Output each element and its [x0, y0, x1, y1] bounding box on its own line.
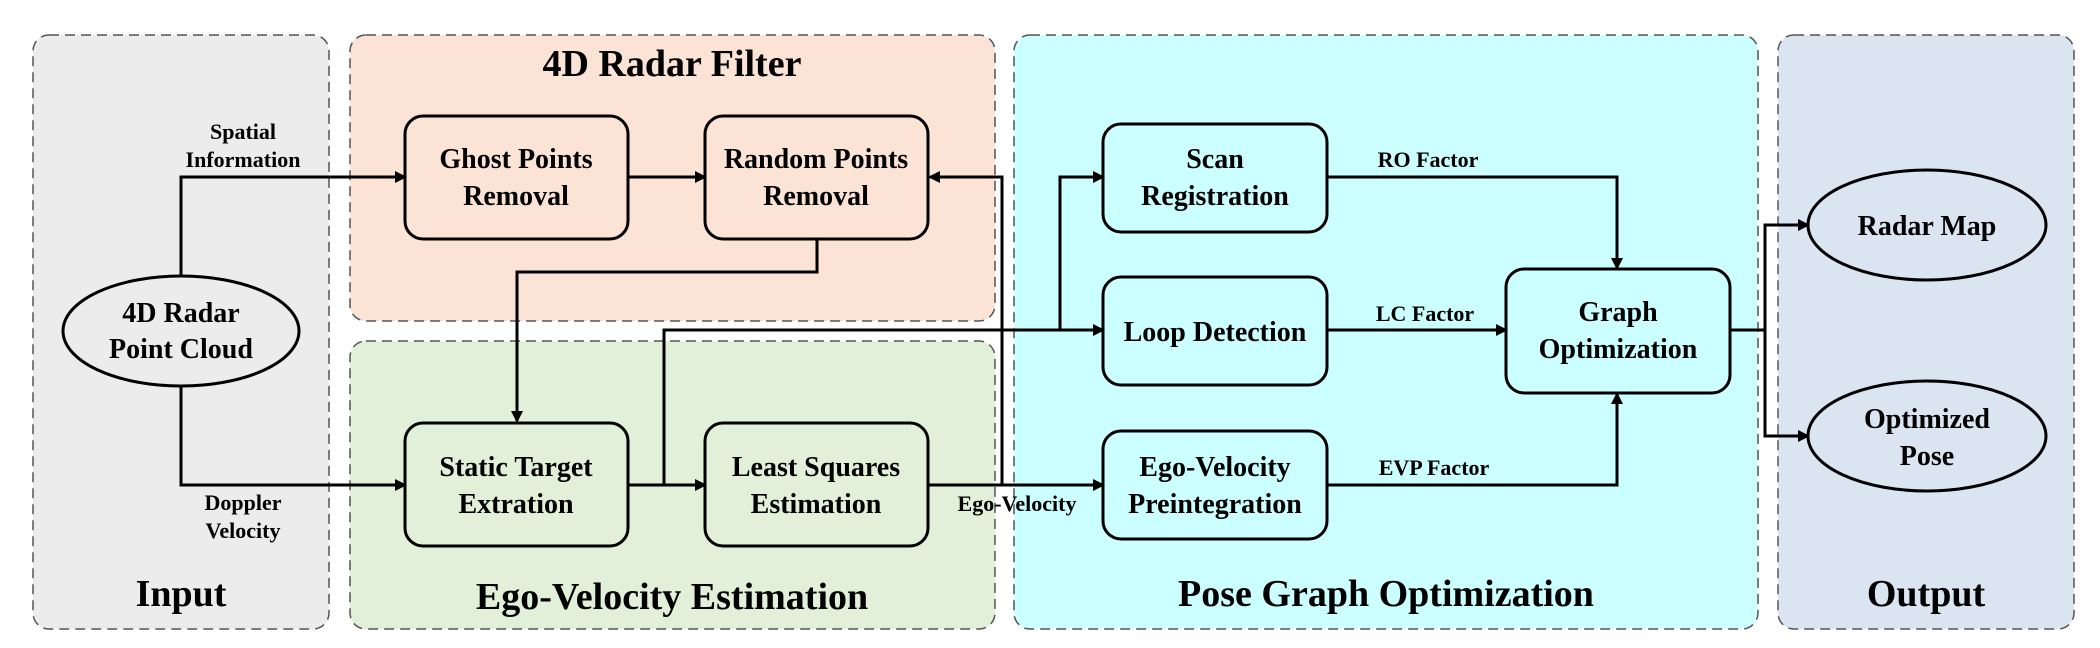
optimized-pose-label-2: Pose: [1900, 441, 1954, 472]
node-point-cloud: 4D Radar Point Cloud: [61, 274, 301, 388]
group-pose-graph-title: Pose Graph Optimization: [1178, 573, 1594, 615]
node-graph-optimization: Graph Optimization: [1504, 267, 1732, 395]
label-lc-factor: LC Factor: [1376, 301, 1475, 326]
edge-random-to-static: [511, 240, 819, 423]
node-random-removal: Random Points Removal: [703, 114, 930, 241]
group-pose-graph-bg: [1013, 34, 1759, 630]
group-input-title: Input: [136, 573, 227, 615]
point-cloud-shape: [61, 274, 301, 388]
edge-doppler: [179, 386, 407, 491]
edge-ego-feedback: [928, 171, 1004, 485]
group-output: Output: [1777, 34, 2075, 630]
group-radar-filter-title: 4D Radar Filter: [543, 43, 802, 85]
label-spatial-2: Information: [186, 147, 301, 172]
loop-detection-label: Loop Detection: [1124, 317, 1307, 348]
node-least-squares: Least Squares Estimation: [703, 421, 930, 548]
node-ghost-removal: Ghost Points Removal: [403, 114, 630, 241]
ghost-removal-label-2: Removal: [463, 181, 569, 212]
least-squares-shape: [703, 421, 930, 548]
edge-evp: [1327, 392, 1623, 487]
ego-preintegration-label-1: Ego-Velocity: [1139, 452, 1290, 483]
node-loop-detection: Loop Detection: [1101, 275, 1329, 387]
label-doppler-2: Velocity: [206, 518, 281, 543]
graph-optimization-shape: [1504, 267, 1732, 395]
scan-registration-shape: [1101, 122, 1329, 234]
ghost-removal-shape: [403, 114, 630, 241]
node-radar-map: Radar Map: [1806, 168, 2048, 282]
random-removal-shape: [703, 114, 930, 241]
node-optimized-pose: Optimized Pose: [1806, 379, 2048, 493]
label-ro-factor: RO Factor: [1378, 147, 1479, 172]
least-squares-label-1: Least Squares: [732, 452, 900, 483]
least-squares-label-2: Estimation: [751, 489, 882, 520]
radar-map-label: Radar Map: [1858, 211, 1997, 242]
node-scan-registration: Scan Registration: [1101, 122, 1329, 234]
static-target-label-1: Static Target: [439, 452, 593, 483]
radar-map-shape: [1806, 168, 2048, 282]
point-cloud-label-2: Point Cloud: [109, 334, 253, 365]
ego-preintegration-shape: [1101, 429, 1329, 541]
label-ego-velocity: Ego-Velocity: [958, 491, 1077, 516]
edge-to-radar-map: [1763, 219, 1810, 330]
point-cloud-label-1: 4D Radar: [122, 298, 239, 329]
edge-spatial: [179, 171, 407, 275]
ghost-removal-label-1: Ghost Points: [439, 144, 592, 175]
group-output-title: Output: [1867, 573, 1986, 615]
node-static-target: Static Target Extration: [403, 421, 630, 548]
static-target-label-2: Extration: [458, 489, 574, 520]
connectors: [179, 171, 1810, 491]
edge-to-scan: [1058, 171, 1105, 330]
scan-registration-label-2: Registration: [1141, 181, 1289, 212]
group-output-bg: [1777, 34, 2075, 630]
label-evp-factor: EVP Factor: [1379, 455, 1490, 480]
ego-preintegration-label-2: Preintegration: [1128, 489, 1302, 520]
group-pose-graph: Pose Graph Optimization: [1013, 34, 1759, 630]
edge-ro: [1327, 175, 1623, 270]
loop-detection-shape: [1101, 275, 1329, 387]
static-target-shape: [403, 421, 630, 548]
label-doppler-1: Doppler: [205, 490, 282, 515]
label-spatial-1: Spatial: [210, 119, 276, 144]
random-removal-label-1: Random Points: [724, 144, 908, 175]
node-ego-preintegration: Ego-Velocity Preintegration: [1101, 429, 1329, 541]
edge-to-optimized-pose: [1763, 330, 1810, 442]
graph-optimization-label-1: Graph: [1578, 297, 1658, 328]
edge-static-branch: [662, 328, 1060, 485]
group-input-bg: [32, 34, 330, 630]
graph-optimization-label-2: Optimization: [1539, 334, 1698, 365]
optimized-pose-shape: [1806, 379, 2048, 493]
scan-registration-label-1: Scan: [1186, 144, 1244, 175]
random-removal-label-2: Removal: [763, 181, 869, 212]
optimized-pose-label-1: Optimized: [1864, 404, 1990, 435]
group-input: Input: [32, 34, 330, 630]
group-ego-velocity-title: Ego-Velocity Estimation: [476, 576, 868, 618]
